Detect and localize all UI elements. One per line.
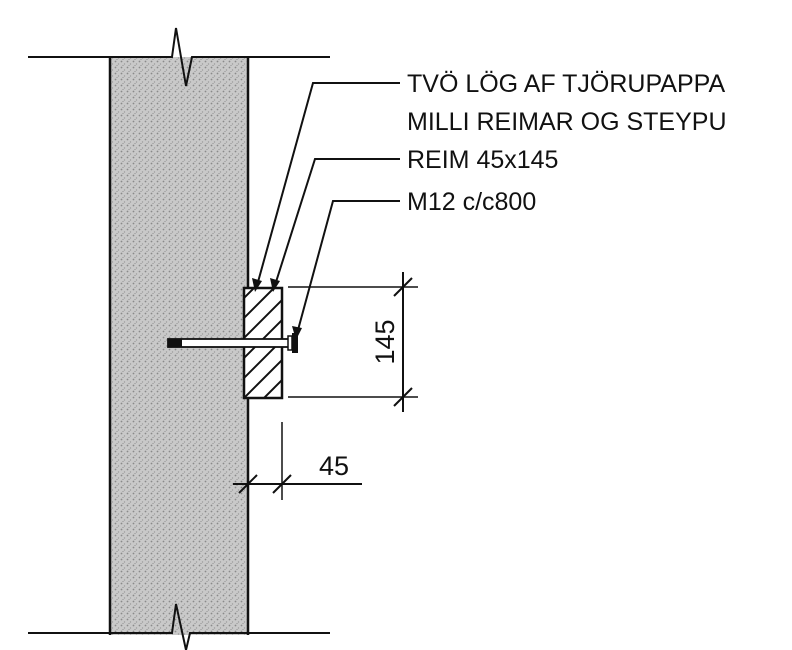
- anchor-bolt: [167, 333, 298, 353]
- dimension-width-label: 45: [319, 451, 349, 481]
- label-membrane-line2: MILLI REIMAR OG STEYPU: [407, 108, 727, 136]
- dimension-width: 45: [233, 422, 362, 500]
- label-bolt: M12 c/c800: [407, 188, 536, 216]
- bottom-break-line: [28, 603, 330, 650]
- leader-batten: [270, 158, 400, 292]
- dimension-height: 145: [288, 272, 418, 412]
- leader-membrane: [252, 82, 400, 292]
- dimension-height-label: 145: [370, 319, 400, 364]
- label-batten: REIM 45x145: [407, 146, 558, 174]
- leader-bolt: [292, 200, 400, 340]
- label-membrane-line1: TVÖ LÖG AF TJÖRUPAPPA: [407, 70, 725, 98]
- top-break-line: [28, 27, 330, 87]
